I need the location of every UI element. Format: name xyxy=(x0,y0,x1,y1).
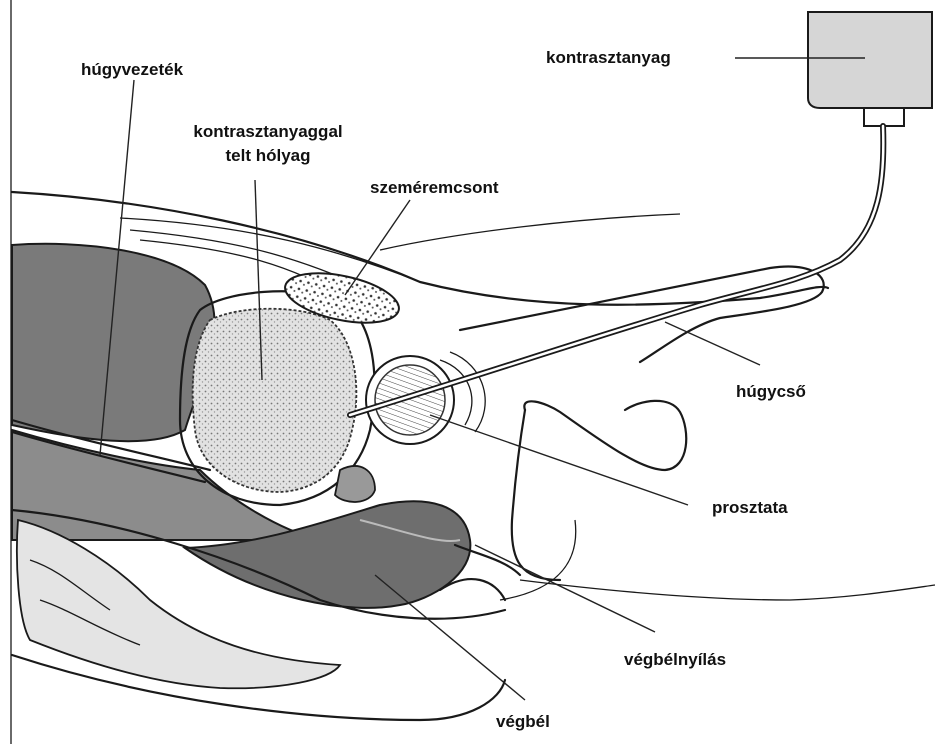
label-ureter: húgyvezeték xyxy=(81,58,183,82)
label-contrast-agent: kontrasztanyag xyxy=(546,46,671,70)
label-anus: végbélnyílás xyxy=(624,648,726,672)
label-pubic-bone: szeméremcsont xyxy=(370,176,499,200)
label-rectum: végbél xyxy=(496,710,550,734)
skin-fold-line xyxy=(380,214,680,250)
label-urethra: húgycső xyxy=(736,380,806,404)
abdominal-cavity xyxy=(12,244,215,441)
label-bladder: kontrasztanyaggal telt hólyag xyxy=(188,120,348,168)
prostate-inner xyxy=(375,365,445,435)
leader-pubic-bone xyxy=(345,200,410,295)
leader-prostate xyxy=(430,415,688,505)
contrast-reservoir xyxy=(808,12,932,108)
leader-urethra xyxy=(665,322,760,365)
label-bladder-line2: telt hólyag xyxy=(188,144,348,168)
bladder-neck xyxy=(335,466,375,502)
label-prostate: prosztata xyxy=(712,496,788,520)
perineum-line xyxy=(512,410,560,580)
penis-outline xyxy=(460,267,824,362)
leader-anus xyxy=(475,545,655,632)
scrotum-outline xyxy=(524,401,686,470)
bladder-contrast xyxy=(193,309,357,492)
label-bladder-line1: kontrasztanyaggal xyxy=(188,120,348,144)
